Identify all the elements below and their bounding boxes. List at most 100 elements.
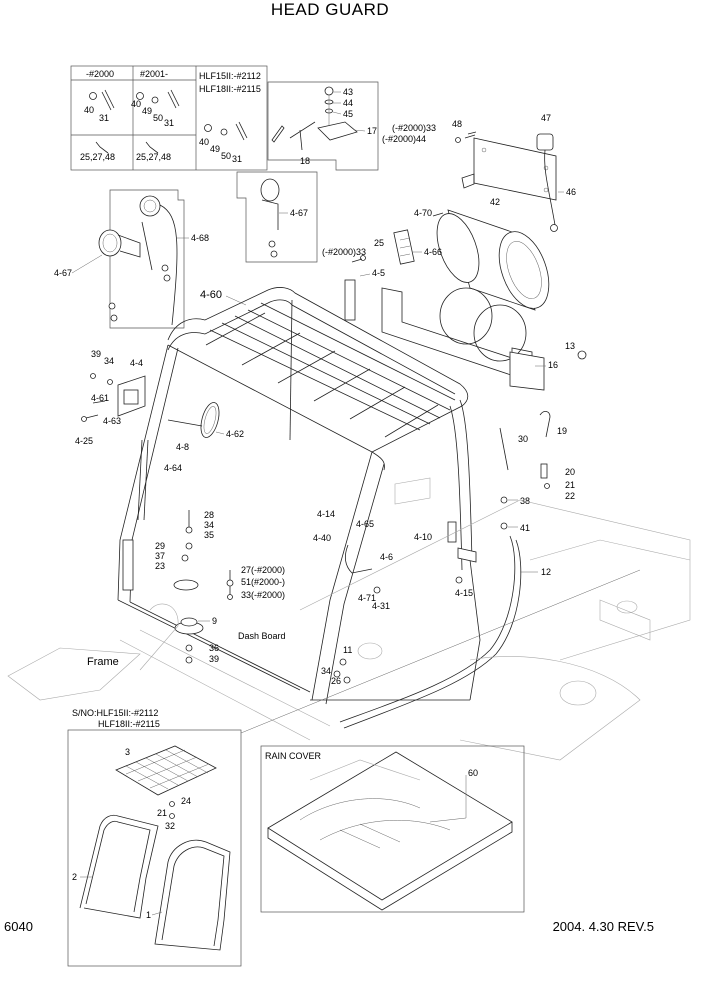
callout: 43 (343, 87, 353, 97)
table-cell: 40 (131, 99, 141, 109)
callout: 13 (565, 341, 575, 351)
right-fasteners: 19 30 20 21 22 38 41 (499, 411, 575, 533)
table-cell: 31 (232, 154, 242, 164)
table-cell: 31 (164, 118, 174, 128)
callout: 60 (468, 768, 478, 778)
callout: (-#2000)44 (382, 134, 426, 144)
bracket-detail: 43 44 45 17 18 (267, 81, 379, 171)
callout: 34 (321, 666, 331, 676)
callout: 36 (209, 643, 219, 653)
lower-fasteners: 11 34 26 (321, 645, 352, 686)
light-bracket-assembly: 48 47 (-#2000)33 (-#2000)44 46 (382, 113, 576, 232)
callout: 4-66 (424, 247, 442, 257)
callout: 18 (300, 156, 310, 166)
callout: 11 (343, 645, 352, 655)
pin-set: 27(-#2000) 51(#2000-) 33(-#2000) (226, 565, 285, 600)
dash-board-label: Dash Board (238, 631, 286, 641)
revision-date: 2004. 4.30 REV.5 (552, 919, 654, 934)
callout: 4-10 (414, 532, 432, 542)
callout: 9 (212, 616, 217, 626)
rubber-mount: 9 36 39 (174, 616, 219, 664)
callout: 17 (367, 126, 377, 136)
callout: 4-14 (317, 509, 335, 519)
callout: (-#2000)33 (322, 247, 366, 257)
callout: 3 (125, 747, 130, 757)
trim-strip: 12 (339, 535, 551, 729)
table-cell: 40 (84, 105, 94, 115)
callout: 4-6 (380, 552, 393, 562)
callout: 4-5 (372, 268, 385, 278)
callout: 34 (204, 520, 214, 530)
page-title: HEAD GUARD (270, 0, 390, 19)
mirror: 4-62 4-8 4-64 (164, 402, 244, 473)
callout: 41 (520, 523, 530, 533)
table-cell: 25,27,48 (80, 152, 115, 162)
callout: 28 (204, 510, 214, 520)
callout: 1 (146, 910, 151, 920)
serial-table: -#2000 #2001- HLF15II:-#2112 HLF18II:-#2… (70, 65, 268, 171)
callout: 34 (104, 356, 114, 366)
cleaner-mount: 13 16 (381, 287, 587, 391)
mount-fasteners: 28 34 35 29 37 23 (155, 510, 214, 591)
callout: 22 (565, 491, 575, 501)
callout: 4-61 (91, 393, 109, 403)
table-cell: 50 (153, 113, 163, 123)
frame-label: Frame (87, 656, 119, 668)
callout: 4-70 (414, 208, 432, 218)
callout: 4-40 (313, 533, 331, 543)
callout: 4-25 (75, 436, 93, 446)
callout: 48 (452, 119, 462, 129)
callout: 4-4 (130, 358, 143, 368)
callout: 45 (343, 109, 353, 119)
callout: 4-60 (200, 289, 222, 301)
box-note-line1: S/NO:HLF15II:-#2112 (72, 708, 158, 718)
table-cell: 31 (99, 113, 109, 123)
callout: 4-71 (358, 593, 376, 603)
callout: 32 (165, 821, 175, 831)
box-note-line2: HLF18II:-#2115 (98, 719, 160, 729)
rain-cover-label: RAIN COVER (265, 751, 322, 761)
callout: (-#2000)33 (392, 123, 436, 133)
callout: 37 (155, 551, 165, 561)
table-note-line2: HLF18II:-#2115 (199, 84, 261, 94)
callout: 39 (209, 654, 219, 664)
table-header-left: -#2000 (86, 69, 114, 79)
callout: 4-67 (290, 208, 308, 218)
callout: 4-63 (103, 416, 121, 426)
work-light-detail: 4-68 4-67 (54, 189, 209, 329)
callout: 4-15 (455, 588, 473, 598)
callout: 27(-#2000) (241, 565, 285, 575)
callout: 4-65 (356, 519, 374, 529)
mount-bracket: 25 (-#2000)33 4-5 (322, 238, 385, 321)
callout: 44 (343, 98, 353, 108)
table-cell: 25,27,48 (136, 152, 171, 162)
callout: 23 (155, 561, 165, 571)
side-clamp: 39 34 4-4 4-61 4-63 4-25 (75, 349, 146, 446)
table-header-right: #2001- (140, 69, 168, 79)
callout: 26 (331, 676, 341, 686)
callout: 20 (565, 467, 575, 477)
table-cell: 40 (199, 137, 209, 147)
table-cell: 49 (142, 106, 152, 116)
air-cleaner: 4-70 42 4-66 (393, 197, 550, 311)
callout: 29 (155, 541, 165, 551)
bottom-box-detail: S/NO:HLF15II:-#2112 HLF18II:-#2115 3 24 … (67, 569, 641, 967)
callout: 24 (181, 796, 191, 806)
callout: 4-31 (372, 601, 390, 611)
callout: 33(-#2000) (241, 590, 285, 600)
callout: 21 (565, 480, 575, 490)
callout: 4-67 (54, 268, 72, 278)
callout: 25 (374, 238, 384, 248)
callout: 46 (566, 187, 576, 197)
callout: 4-64 (164, 463, 182, 473)
callout: 12 (541, 567, 551, 577)
table-cell: 49 (210, 144, 220, 154)
callout: 39 (91, 349, 101, 359)
callout: 21 (157, 808, 167, 818)
callout: 51(#2000-) (241, 577, 285, 587)
callout: 42 (490, 197, 500, 207)
base-frame: Frame Dash Board (7, 477, 691, 761)
callout: 30 (518, 434, 528, 444)
center-fasteners: 4-14 4-65 4-40 4-10 4-6 4-71 4-31 4-15 (313, 509, 477, 611)
